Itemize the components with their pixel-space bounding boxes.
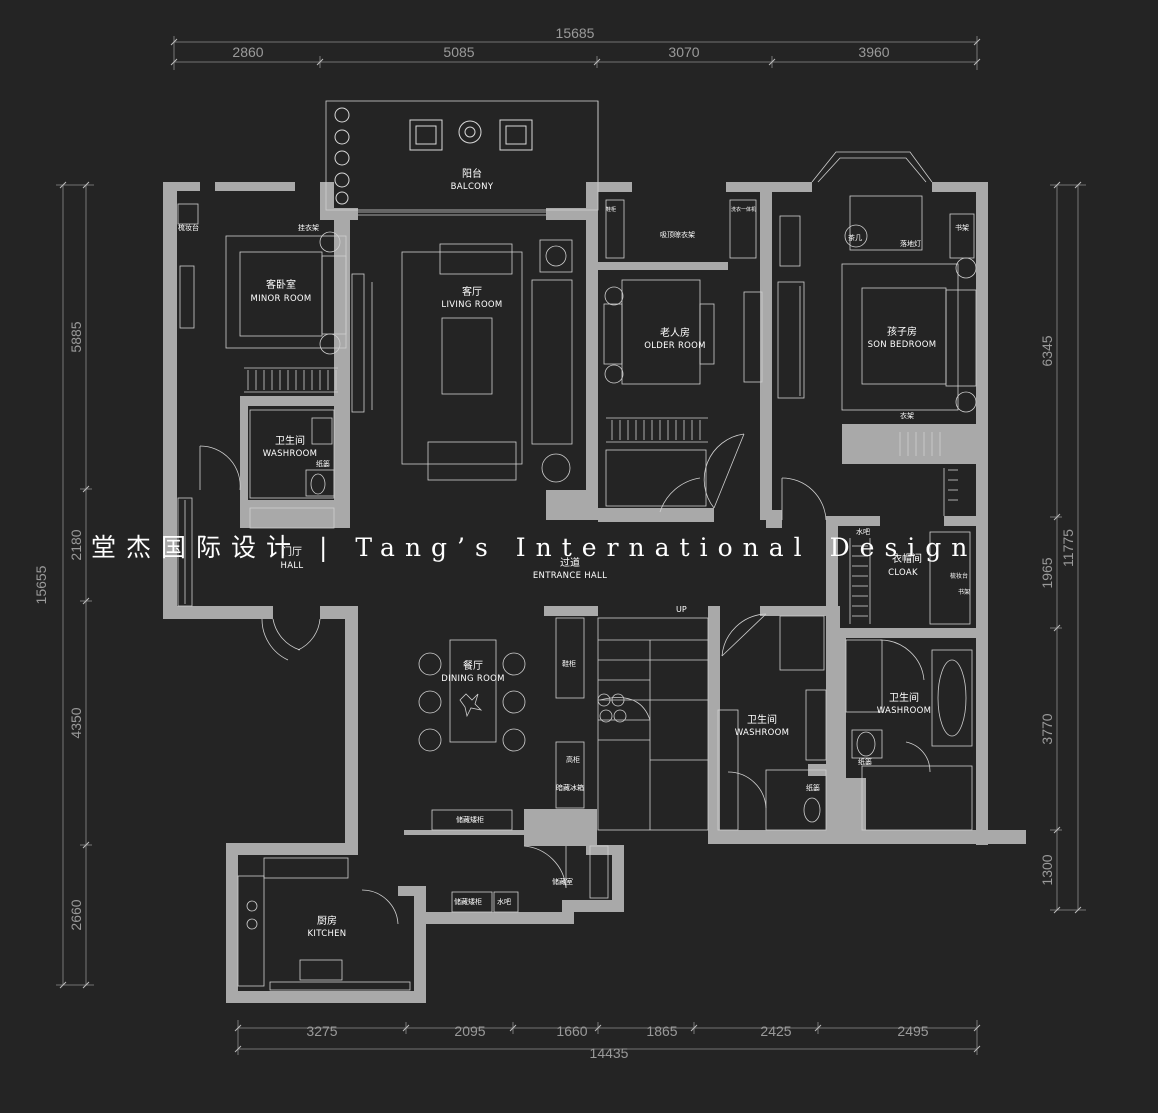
dim-top-3: 3070 bbox=[668, 44, 699, 60]
dim-left-2: 2180 bbox=[68, 529, 84, 560]
fixture-bookshelf: 书架 bbox=[955, 223, 969, 232]
dim-bottom-1: 3275 bbox=[306, 1023, 337, 1039]
walls bbox=[163, 182, 1026, 1003]
older-label-zh: 老人房 bbox=[660, 326, 690, 339]
fixture-paper-right: 纸篓 bbox=[858, 757, 872, 766]
older-label-en: OLDER ROOM bbox=[644, 341, 706, 351]
dim-bottom-2: 2095 bbox=[454, 1023, 485, 1039]
fixture-water-bar: 水吧 bbox=[497, 897, 511, 906]
dim-right-1: 6345 bbox=[1039, 335, 1055, 366]
dim-right-4: 1300 bbox=[1039, 854, 1055, 885]
fixture-shoe-cab: 鞋柜 bbox=[562, 659, 576, 668]
dining-label-en: DINING ROOM bbox=[441, 674, 505, 684]
dim-top-total: 15685 bbox=[556, 25, 595, 41]
son-label-en: SON BEDROOM bbox=[868, 340, 937, 350]
washroom-left-label-zh: 卫生间 bbox=[275, 434, 305, 447]
dining-label-zh: 餐厅 bbox=[463, 659, 483, 672]
son-label-zh: 孩子房 bbox=[887, 325, 917, 338]
entrance-label-en: ENTRANCE HALL bbox=[533, 571, 607, 581]
dim-left-1: 5885 bbox=[68, 321, 84, 352]
dim-bottom-5: 2425 bbox=[760, 1023, 791, 1039]
dim-left-4: 2660 bbox=[68, 899, 84, 930]
washroom-right-label-zh: 卫生间 bbox=[889, 691, 919, 704]
dim-left-total: 15655 bbox=[33, 565, 49, 604]
dim-bottom-4: 1865 bbox=[646, 1023, 677, 1039]
cloak-label-en: CLOAK bbox=[888, 568, 918, 578]
fixture-tea: 茶几 bbox=[848, 233, 862, 242]
fixture-up: UP bbox=[676, 605, 687, 614]
hall-label-en: HALL bbox=[281, 561, 304, 571]
minor-label-zh: 客卧室 bbox=[266, 278, 296, 291]
balcony-label-zh: 阳台 bbox=[462, 167, 482, 180]
fixture-vanity-left: 梳妆台 bbox=[178, 223, 199, 232]
dim-top-2: 5085 bbox=[443, 44, 474, 60]
entrance-label-zh: 过道 bbox=[560, 556, 580, 569]
watermark-text: 堂杰国际设计 | Tang’s International Design bbox=[91, 533, 977, 563]
fixture-clothes: 衣架 bbox=[900, 411, 914, 420]
fixture-laundry: 洗衣一体机 bbox=[731, 206, 756, 213]
balcony-label-en: BALCONY bbox=[451, 182, 494, 192]
washroom-right-label-en: WASHROOM bbox=[877, 706, 932, 716]
kitchen-label-en: KITCHEN bbox=[308, 929, 347, 939]
dimension-ticks bbox=[59, 38, 1082, 1053]
fixture-vanity-right: 梳妆台 bbox=[950, 572, 968, 580]
cloak-label-zh: 衣帽间 bbox=[892, 552, 922, 565]
minor-label-en: MINOR ROOM bbox=[250, 294, 311, 304]
interior-lines bbox=[177, 100, 977, 991]
dim-right-total: 11775 bbox=[1060, 529, 1076, 567]
fixture-storage-cab-low: 储藏矮柜 bbox=[454, 897, 482, 906]
fixture-paper-left: 纸篓 bbox=[316, 459, 330, 468]
dim-left-3: 4350 bbox=[68, 707, 84, 738]
fixture-fridge: 暗藏冰箱 bbox=[556, 783, 584, 792]
washroom-mid-label-zh: 卫生间 bbox=[747, 713, 777, 726]
dim-right-2: 1965 bbox=[1039, 557, 1055, 588]
dim-bottom-3: 1660 bbox=[556, 1023, 587, 1039]
fixture-ceiling-rack: 吸顶晾衣架 bbox=[660, 230, 695, 239]
living-label-zh: 客厅 bbox=[462, 285, 482, 298]
fixture-bookshelf-right: 书架 bbox=[958, 588, 970, 596]
dim-right-3: 3770 bbox=[1039, 713, 1055, 744]
dim-bottom-total: 14435 bbox=[590, 1045, 629, 1061]
fixture-hanger: 挂衣架 bbox=[298, 223, 319, 232]
washroom-mid-label-en: WASHROOM bbox=[735, 728, 790, 738]
fixture-storage-room: 储藏室 bbox=[552, 877, 573, 886]
fixture-paper-mid: 纸篓 bbox=[806, 783, 820, 792]
dim-bottom-6: 2495 bbox=[897, 1023, 928, 1039]
washroom-left-label-en: WASHROOM bbox=[263, 449, 318, 459]
hall-label-zh: 门厅 bbox=[282, 545, 302, 558]
fixture-storage-cab: 储藏矮柜 bbox=[456, 815, 484, 824]
fixture-floor-lamp: 落地灯 bbox=[900, 239, 921, 248]
balcony-furniture bbox=[334, 107, 533, 205]
fixture-small-cab: 鞋柜 bbox=[606, 206, 616, 213]
dim-top-4: 3960 bbox=[858, 44, 889, 60]
fixture-tall-cab: 高柜 bbox=[566, 755, 580, 764]
living-label-en: LIVING ROOM bbox=[441, 300, 502, 310]
fixture-water-bar-right: 水吧 bbox=[856, 527, 870, 536]
kitchen-label-zh: 厨房 bbox=[317, 914, 337, 927]
closet-hatches bbox=[247, 370, 958, 617]
dim-top-1: 2860 bbox=[232, 44, 263, 60]
